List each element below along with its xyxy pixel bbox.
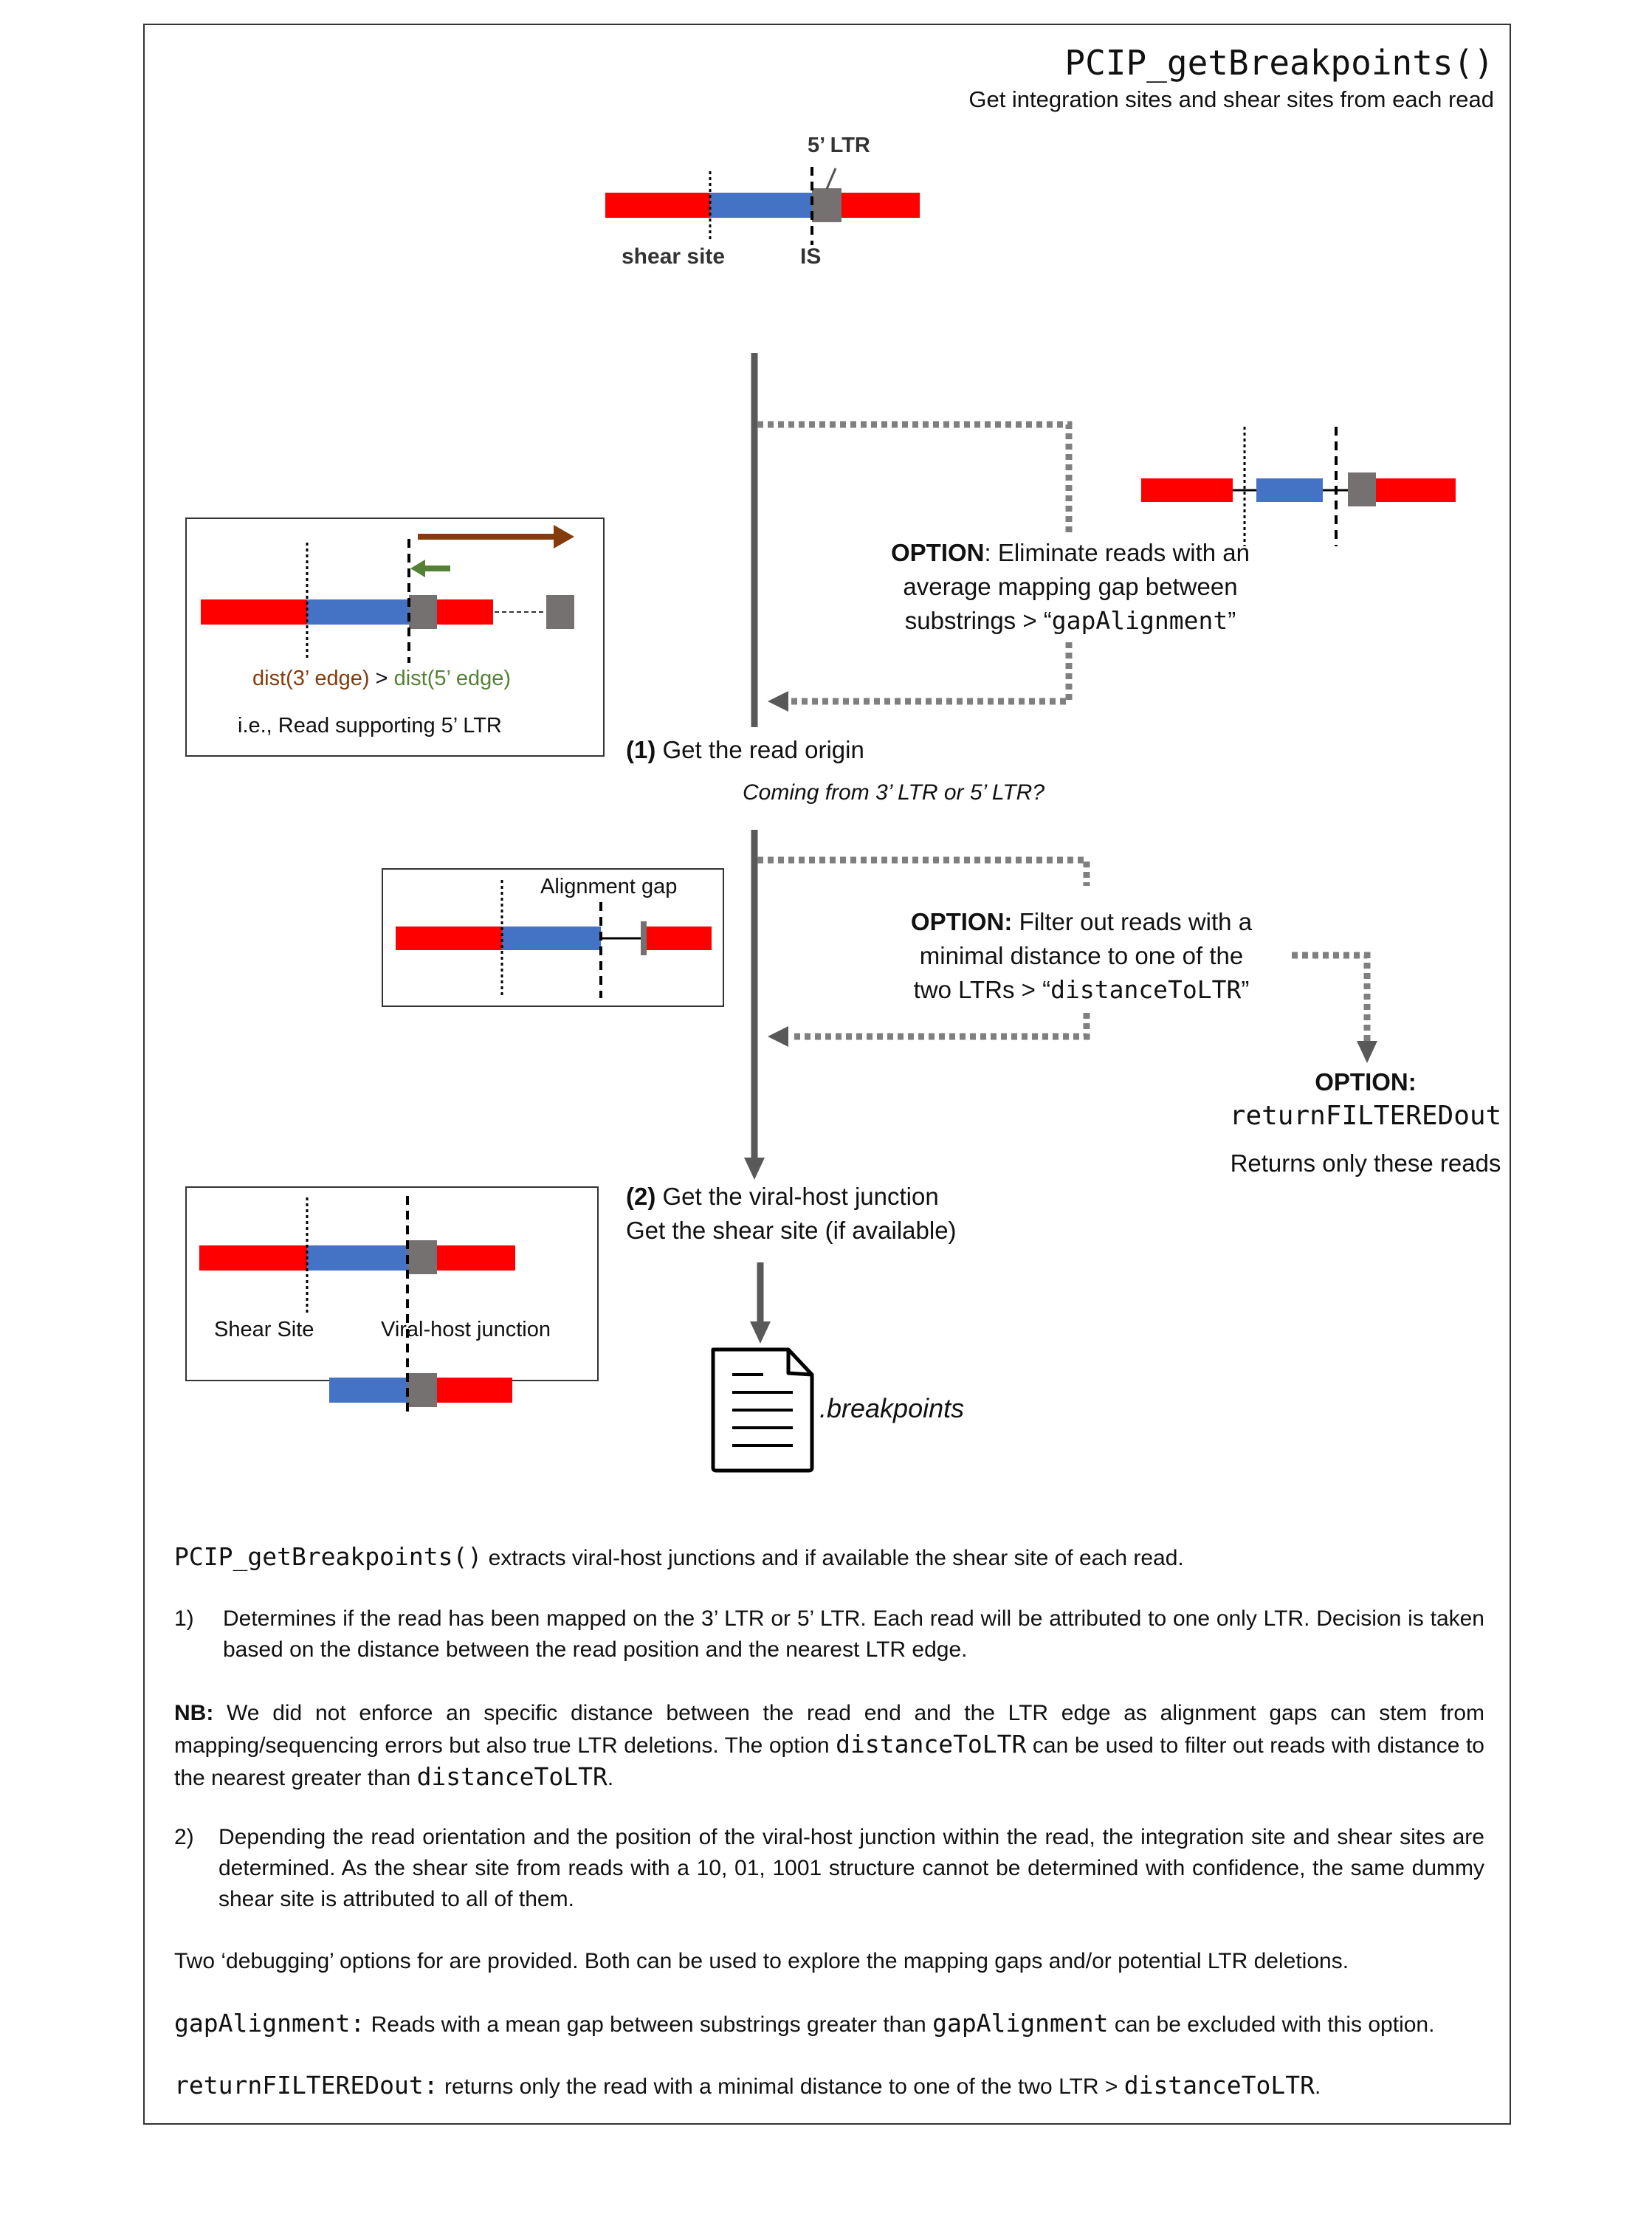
intro-text: extracts viral-host junctions and if ava… [482,1546,1184,1570]
gap-option-prefix: OPTION [890,539,985,566]
gap-option-line3: substrings > “ [904,607,1052,634]
distance-option-code: distanceToLTR [1050,975,1242,1004]
step2-number: (2) [626,1183,656,1210]
is-label: IS [800,244,822,269]
gap-text1: Reads with a mean gap between substrings… [365,2012,933,2037]
ret-code2: distanceToLTR [1123,2071,1315,2100]
flow-arrow-middle [744,1158,765,1180]
shear-site-box-label: Shear Site [214,1318,314,1341]
filtered-option-code: returnFILTEREDout [1229,1101,1502,1131]
gap-option-line2: average mapping gap between [903,573,1238,600]
alignment-gap-label: Alignment gap [540,875,678,898]
alignment-gap-box [382,868,724,1007]
item1-number: 1) [174,1606,194,1631]
step1-text: Get the read origin [655,736,864,763]
ret-text: returns only the read with a minimal dis… [438,2074,1124,2099]
filtered-option-text: Returns only these reads [1230,1149,1501,1177]
ltr-label: 5’ LTR [808,134,870,157]
output-file-label: .breakpoints [819,1393,965,1423]
step1-number: (1) [626,736,656,763]
debug-paragraph: Two ‘debugging’ options for are provided… [174,1949,1349,1973]
step2-line2: Get the shear site (if available) [626,1217,957,1244]
step2-text: Get the viral-host junction [655,1183,939,1210]
page-subtitle: Get integration sites and shear sites fr… [968,86,1494,112]
dist-3-edge-label: dist(3’ edge) [252,667,370,690]
ret-code: returnFILTEREDout: [174,2071,438,2100]
gap-text2: can be excluded with this option. [1108,2012,1435,2037]
filtered-option-prefix: OPTION: [1315,1068,1417,1096]
item2-text: Depending the read orientation and the p… [218,1825,1484,1911]
return-filtered-paragraph: returnFILTEREDout: returns only the read… [174,2070,1484,2103]
nb-paragraph: NB: We did not enforce an specific dista… [174,1698,1484,1794]
step1-question: Coming from 3’ LTR or 5’ LTR? [743,780,1045,805]
nb-text3: . [607,1766,614,1790]
nb-text1: We did not enforce an specific distance … [174,1701,1484,1758]
intro-code: PCIP_getBreakpoints() [174,1542,483,1571]
top-read-diagram [605,167,920,245]
distance-option-suffix: ” [1241,976,1250,1003]
dist-gt: > [369,667,394,690]
gap-option-suffix: ” [1228,607,1236,634]
dist-label: dist(3’ edge) > dist(5’ edge) [252,666,511,692]
item1-text: Determines if the read has been mapped o… [223,1606,1484,1662]
distance-option-text: OPTION: Filter out reads with a minimal … [864,905,1299,1007]
distance-option-line1: Filter out reads with a [1012,908,1253,935]
gap-option-text: OPTION: Eliminate reads with an average … [864,536,1277,638]
distance-option-line3: two LTRs > “ [913,976,1051,1003]
distance-option-line2: minimal distance to one of the [919,942,1244,969]
figure-frame [143,24,1511,2125]
shear-site-label: shear site [622,244,726,269]
distance-option-loop [757,856,1377,1063]
read-supporting-caption: i.e., Read supporting 5’ LTR [238,714,502,738]
nb-code2: distanceToLTR [416,1762,608,1791]
gap-code: gapAlignment: [174,2009,365,2038]
nb-code1: distanceToLTR [836,1730,1027,1759]
junction-box-label: Viral-host junction [381,1318,551,1341]
step2-label: (2) Get the viral-host junction Get the … [626,1180,957,1248]
gap-alignment-paragraph: gapAlignment: Reads with a mean gap betw… [174,2008,1484,2041]
document-icon [711,1347,814,1473]
distance-option-prefix: OPTION: [910,908,1013,935]
gap-option-loop [757,421,1073,712]
gap-option-code: gapAlignment [1051,606,1228,635]
junction-box [185,1186,599,1417]
description-intro: PCIP_getBreakpoints() extracts viral-hos… [174,1541,1484,1574]
dist-5-edge-label: dist(5’ edge) [393,667,512,690]
read-origin-box [185,518,605,757]
nb-label: NB: [174,1701,214,1725]
item2-number: 2) [174,1825,194,1849]
gap-code2: gapAlignment [932,2009,1109,2038]
nb-text2: can be used to filter out reads with dis… [174,1733,1484,1790]
gap-option-line1: : Eliminate reads with an [984,539,1250,566]
right-read-diagram [1141,427,1456,546]
ret-text2: . [1314,2074,1321,2099]
step1-label: (1) Get the read origin [626,735,864,765]
page-title: PCIP_getBreakpoints() [1064,43,1494,83]
flow-arrow-lower [750,1321,771,1344]
